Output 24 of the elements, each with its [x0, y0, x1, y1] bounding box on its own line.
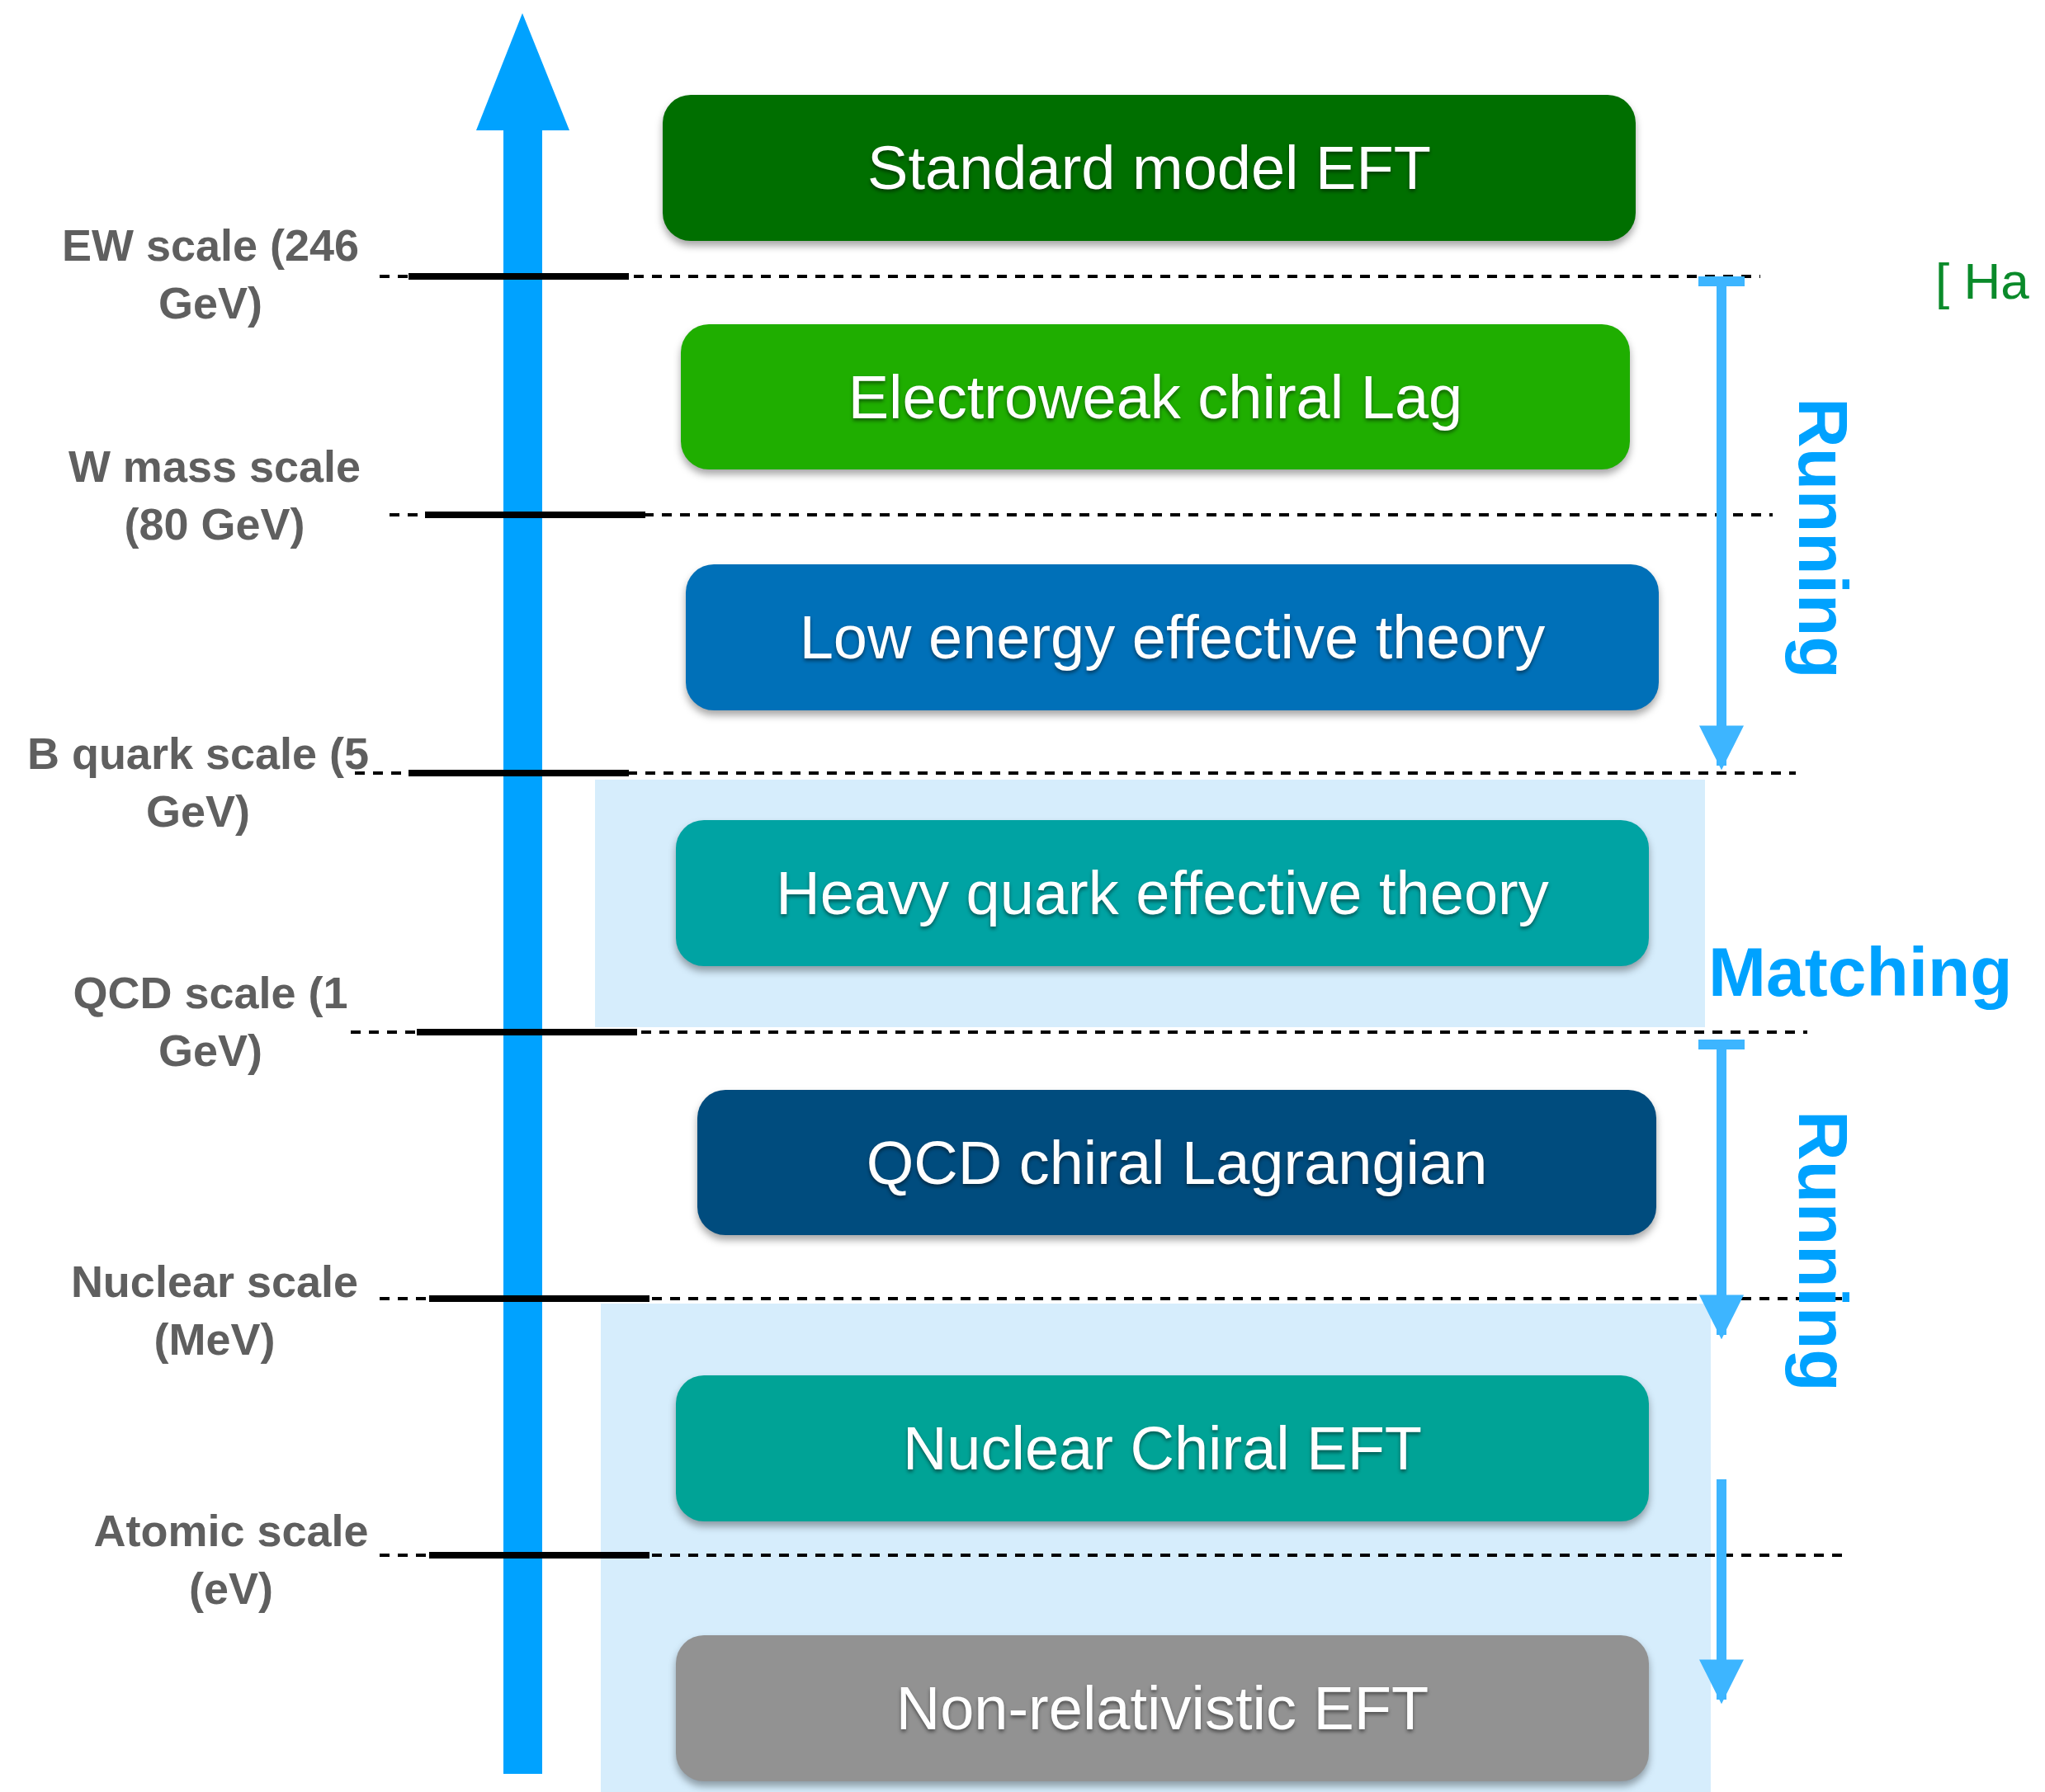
theory-name: Electroweak chiral Lag — [848, 361, 1463, 432]
theory-box — [686, 564, 1659, 710]
theory-box — [663, 95, 1636, 241]
theory-box — [697, 1090, 1656, 1235]
theory-name: Standard model EFT — [867, 133, 1431, 203]
matching-label: Matching — [1708, 932, 2013, 1012]
scale-label: QCD scale (1 GeV) — [72, 967, 349, 1078]
scale-label: EW scale (246 GeV) — [60, 219, 361, 330]
running-label: Running — [1783, 1111, 1863, 1392]
cut-off-text: [ Ha — [1935, 252, 2029, 310]
theory-name: Heavy quark effective theory — [776, 858, 1549, 928]
scale-label: Atomic scale (eV) — [92, 1505, 370, 1615]
theory-name: QCD chiral Lagrangian — [866, 1127, 1488, 1198]
scale-label: B quark scale (5 GeV) — [26, 728, 371, 838]
theory-name: Low energy effective theory — [799, 602, 1546, 672]
theory-box — [676, 1375, 1649, 1521]
running-label: Running — [1783, 398, 1863, 679]
theory-box — [676, 820, 1649, 966]
theory-name: Non-relativistic EFT — [895, 1673, 1429, 1743]
theory-box — [681, 324, 1630, 469]
theory-box — [676, 1635, 1649, 1781]
theory-name: Nuclear Chiral EFT — [902, 1413, 1423, 1483]
scale-label: Nuclear scale (MeV) — [69, 1256, 360, 1366]
scale-label: W mass scale (80 GeV) — [67, 441, 362, 551]
